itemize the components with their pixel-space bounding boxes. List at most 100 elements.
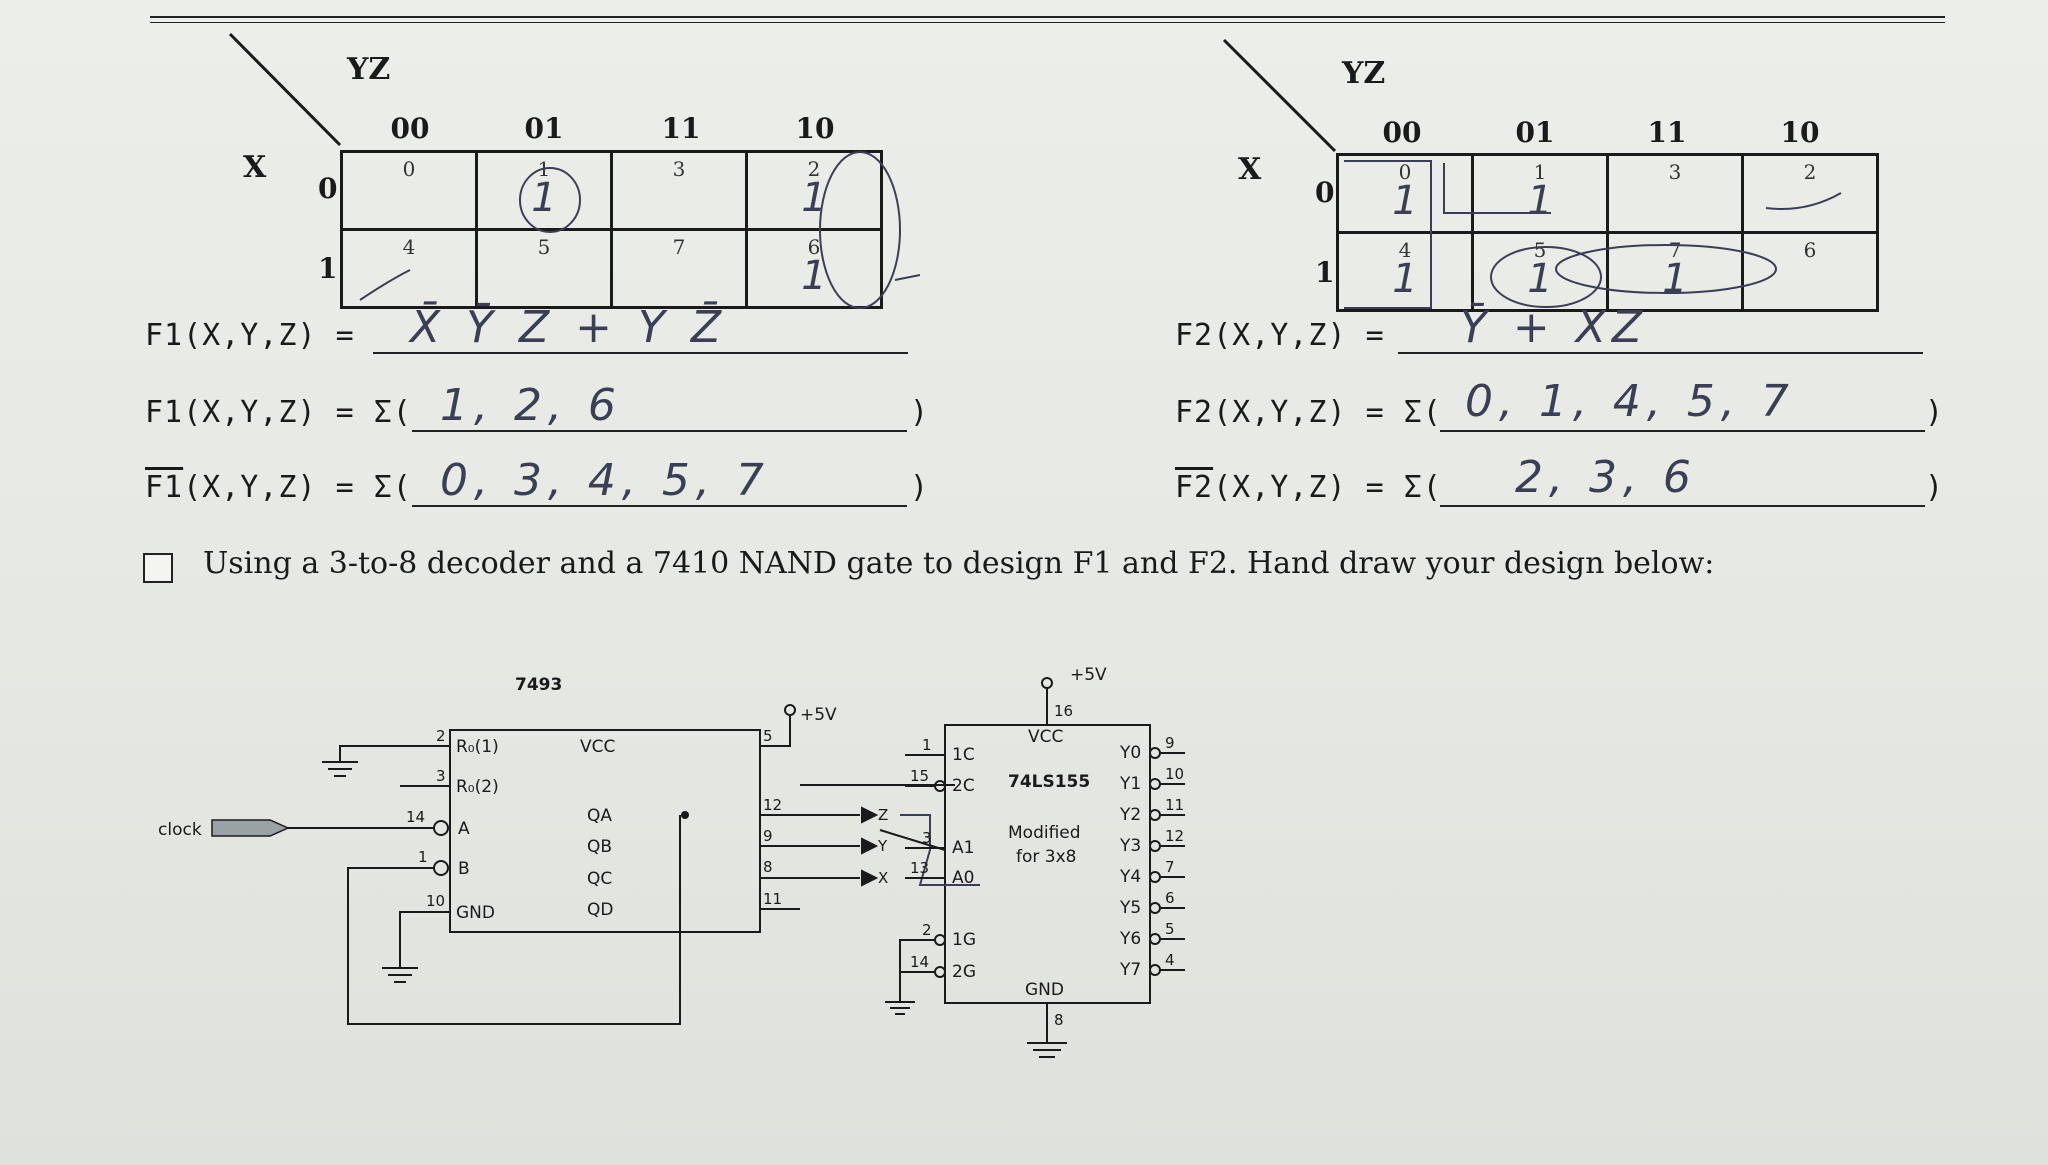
f1bar-answer: 0, 3, 4, 5, 7: [440, 455, 770, 506]
decoder-vcc-label: VCC: [1028, 727, 1063, 747]
dec-out-y3: Y3: [1119, 836, 1141, 856]
pin-num-gnd: 10: [426, 892, 445, 910]
kmap2-cell: 2: [1741, 153, 1879, 234]
dec-out-y1-num: 10: [1165, 765, 1184, 783]
decoder-gnd-pin: 8: [1054, 1011, 1064, 1029]
dec-out-y1: Y1: [1119, 774, 1141, 794]
kmap1-cell: 5: [475, 228, 613, 309]
pin-qc-label: QC: [587, 869, 612, 889]
decoder-supply-label: +5V: [1070, 665, 1107, 685]
dec-out-y5: Y5: [1119, 898, 1141, 918]
instruction-checkbox[interactable]: [143, 553, 173, 583]
clock-label: clock: [158, 820, 202, 840]
pin-qd-label: QD: [587, 900, 613, 920]
f2bar-close: ): [1925, 470, 1945, 505]
pin-num-qd: 11: [763, 890, 782, 908]
counter-chip-body: [449, 729, 761, 933]
pin-num-a: 14: [406, 808, 425, 826]
kmap2-diagonal: [1222, 38, 1337, 153]
f2bar-answer: 2, 3, 6: [1515, 452, 1697, 503]
kmap1-cell: 7: [610, 228, 748, 309]
kmap1-cell: 3: [610, 150, 748, 231]
kmap1-col-00: 00: [390, 112, 430, 145]
f2-expr-answer: Ȳ + XZ: [1460, 302, 1649, 353]
pin-num-b: 1: [418, 848, 428, 866]
decoder-note-2: for 3x8: [1016, 847, 1076, 867]
f2-sum-close: ): [1925, 395, 1945, 430]
kmap1-row-1: 1: [318, 252, 338, 285]
pin-num-qc: 8: [763, 858, 773, 876]
f1-expr-blank: [373, 352, 908, 354]
kmap2-cell: 3: [1606, 153, 1744, 234]
signal-y-label: Y: [877, 837, 888, 855]
dec-pin-2g-num: 14: [910, 953, 929, 971]
f1-sum-label: F1(X,Y,Z) = Σ(: [145, 395, 412, 430]
dec-pin-a0-num: 13: [910, 859, 929, 877]
kmap2-col-10: 10: [1780, 116, 1820, 149]
f1bar-name: F1: [145, 470, 184, 505]
kmap2-pencil-groups: [1344, 160, 1842, 309]
top-rule: [150, 16, 1945, 18]
dec-pin-a0: A0: [952, 868, 974, 888]
f2-expr-blank: [1398, 352, 1923, 354]
f1bar-close: ): [910, 470, 930, 505]
pin-qb-label: QB: [587, 837, 612, 857]
f1-expr-answer: X̄ Ȳ Z + Y Z̄: [410, 302, 727, 353]
counter-vcc-label: VCC: [580, 737, 615, 757]
dec-pin-1c: 1C: [952, 745, 975, 765]
counter-supply-label: +5V: [800, 705, 837, 725]
f1bar-label: F1(X,Y,Z) = Σ(: [145, 470, 412, 505]
f2-sum-label: F2(X,Y,Z) = Σ(: [1175, 395, 1442, 430]
signal-z-label: Z: [878, 806, 888, 824]
dec-out-y0: Y0: [1119, 743, 1141, 763]
pin-b-label: B: [458, 859, 470, 879]
kmap1-row-0: 0: [318, 172, 338, 205]
dec-pin-1g: 1G: [952, 930, 976, 950]
signal-x-label: X: [878, 869, 888, 887]
f2bar-name: F2: [1175, 470, 1214, 505]
kmap1-cols-var: YZ: [347, 52, 391, 87]
dec-out-y7: Y7: [1119, 960, 1141, 980]
kmap2-cols-var: YZ: [1342, 56, 1386, 91]
decoder-chip-label: 74LS155: [1008, 772, 1090, 792]
kmap2-col-01: 01: [1515, 116, 1555, 149]
kmap1-col-11: 11: [661, 112, 701, 145]
kmap2-col-00: 00: [1382, 116, 1422, 149]
dec-out-y5-num: 6: [1165, 889, 1175, 907]
top-rule-2: [150, 22, 1945, 23]
kmap1-cell: 0: [340, 150, 478, 231]
f2-sum-blank: [1440, 430, 1925, 432]
pin-num-vcc: 5: [763, 727, 773, 745]
f1bar-blank: [412, 505, 907, 507]
instruction-text: Using a 3-to-8 decoder and a 7410 NAND g…: [203, 546, 1715, 581]
dec-out-y4: Y4: [1119, 867, 1141, 887]
dec-pin-a1-num: 3: [922, 829, 932, 847]
kmap1-pencil-groups: [359, 151, 920, 309]
decoder-vcc-pin: 16: [1054, 702, 1073, 720]
f2bar-label: F2(X,Y,Z) = Σ(: [1175, 470, 1442, 505]
f1-sum-blank: [412, 430, 907, 432]
decoder-gnd-label: GND: [1025, 980, 1064, 1000]
counter-chip-label: 7493: [515, 675, 562, 695]
f1-sum-answer: 1, 2, 6: [440, 380, 622, 431]
dec-pin-2g: 2G: [952, 962, 976, 982]
pin-num-r01: 2: [436, 727, 446, 745]
dec-pin-1g-num: 2: [922, 921, 932, 939]
kmap1-col-01: 01: [524, 112, 564, 145]
dec-out-y2: Y2: [1119, 805, 1141, 825]
pin-r02-label: R₀(2): [456, 777, 499, 797]
f2-sum-answer: 0, 1, 4, 5, 7: [1465, 376, 1795, 427]
f1-sum-close: ): [910, 395, 930, 430]
pin-r01-label: R₀(1): [456, 737, 499, 757]
circuit-schematic: 7493 +5V clock 2 3 14 1 10 5 12 9 8 11 R…: [158, 665, 1185, 1058]
dec-pin-1c-num: 1: [922, 736, 932, 754]
kmap1-row-var: X: [243, 150, 267, 185]
kmap1-cell: 4: [340, 228, 478, 309]
